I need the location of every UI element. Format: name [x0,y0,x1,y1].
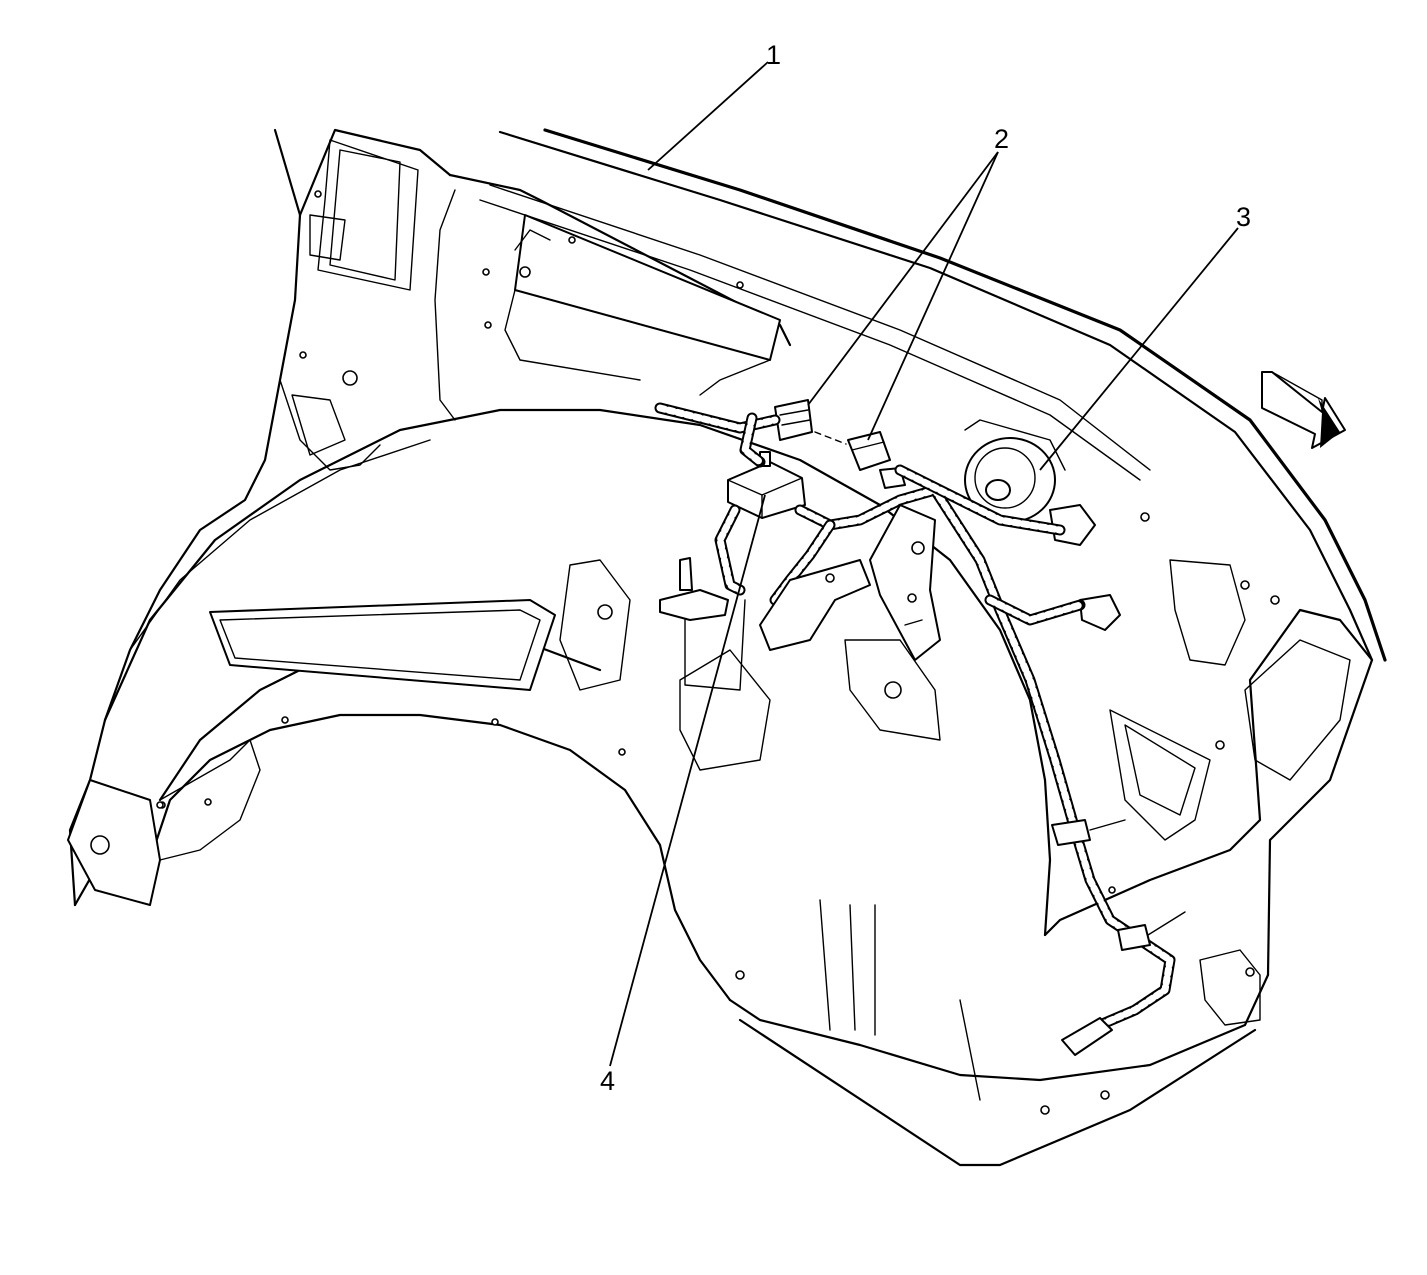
connectors [774,399,906,489]
leader-2b [867,151,999,441]
leader-4 [609,494,766,1067]
front-lower-bracket [67,739,261,906]
harness-bracket [759,504,941,661]
rear-panel [1043,512,1374,1026]
leader-lines [609,61,1239,1067]
leader-2a [807,151,999,406]
panel-holes [156,190,1116,894]
forward-arrow-icon [1261,371,1346,449]
sensor-module [659,451,806,691]
callout-3: 3 [1236,202,1251,232]
callout-1: 1 [766,40,781,70]
fender-upper-edge [479,128,1387,662]
leader-3 [1039,227,1239,471]
upper-bracket [504,214,781,396]
inner-fender-panel [68,128,792,907]
wheel-house [73,408,1270,1167]
callout-4: 4 [600,1066,615,1096]
horn [964,419,1121,631]
callout-2: 2 [994,124,1009,154]
leader-1 [647,61,769,171]
wiring-harness [654,402,1186,1056]
